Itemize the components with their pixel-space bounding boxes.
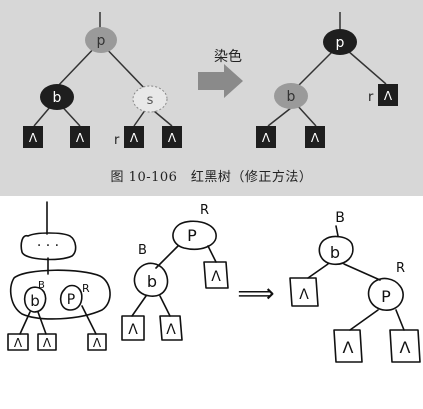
sketch2-leaf-2: Λ (128, 322, 138, 338)
svg-text:Λ: Λ (76, 131, 85, 145)
sketch1-leaf-3: Λ (93, 336, 102, 350)
node-b-black: b (40, 84, 74, 110)
svg-text:s: s (147, 93, 154, 108)
svg-text:Λ: Λ (262, 131, 271, 145)
sketch1-leaf-2: Λ (43, 336, 52, 350)
r-label-left: r (114, 133, 120, 148)
svg-text:p: p (97, 33, 106, 49)
sketch2-b-mark: B (138, 243, 147, 258)
svg-text:Λ: Λ (29, 131, 38, 145)
sketch2-node-p: P (187, 226, 197, 245)
svg-text:Λ: Λ (168, 131, 177, 145)
scanned-tree-diagram: p b s Λ Λ Λ Λ r 染色 (23, 12, 398, 148)
sketch3-leaf-3: Λ (400, 338, 411, 357)
leaf-4: Λ (162, 126, 182, 148)
sketch2-node-b: b (147, 272, 157, 291)
sketch1-leaf-1: Λ (14, 336, 23, 350)
sketch3-leaf-2: Λ (343, 338, 354, 357)
sketch3-node-p: P (381, 287, 391, 306)
sketch1-b-mark: B (38, 280, 45, 291)
sketch2-leaf-3: Λ (166, 322, 176, 338)
svg-text:p: p (336, 35, 345, 51)
sketch3-b-mark: B (335, 210, 345, 226)
node-p-red: p (85, 27, 117, 53)
sketch1-r-mark: R (82, 282, 90, 295)
arrow-label: 染色 (214, 48, 242, 65)
leaf-1: Λ (23, 126, 43, 148)
leaf-5: Λ (256, 126, 276, 148)
handdrawn-sketch: · · · b B P R Λ Λ Λ P R b B Λ Λ Λ ⟹ B b … (7, 201, 421, 363)
svg-text:b: b (287, 89, 296, 105)
r-label-right: r (368, 90, 374, 105)
sketch3-r-mark: R (396, 261, 405, 276)
sketch3-leaf-1: Λ (299, 287, 309, 303)
leaf-6: Λ (305, 126, 325, 148)
recolor-arrow-icon (198, 64, 243, 98)
sketch3-node-b: b (330, 243, 340, 262)
sketch2-r-mark: R (200, 203, 209, 218)
svg-text:Λ: Λ (311, 131, 320, 145)
figure-caption: 图 10-106 红黑树（修正方法） (110, 170, 313, 185)
sketch-dots: · · · (37, 238, 59, 254)
leaf-3: Λ (124, 126, 144, 148)
sketch-transform-arrow-icon: ⟹ (237, 279, 274, 309)
node-b-red: b (274, 83, 308, 109)
node-s-dashed: s (132, 85, 168, 113)
leaf-2: Λ (70, 126, 90, 148)
sketch1-node-b: b (30, 292, 40, 310)
svg-text:Λ: Λ (130, 131, 139, 145)
svg-text:Λ: Λ (384, 89, 393, 103)
sketch2-leaf-1: Λ (211, 269, 221, 285)
svg-text:b: b (53, 90, 62, 106)
sketch1-node-p: P (67, 292, 75, 308)
node-p-black: p (323, 29, 357, 55)
leaf-7: Λ (378, 84, 398, 106)
